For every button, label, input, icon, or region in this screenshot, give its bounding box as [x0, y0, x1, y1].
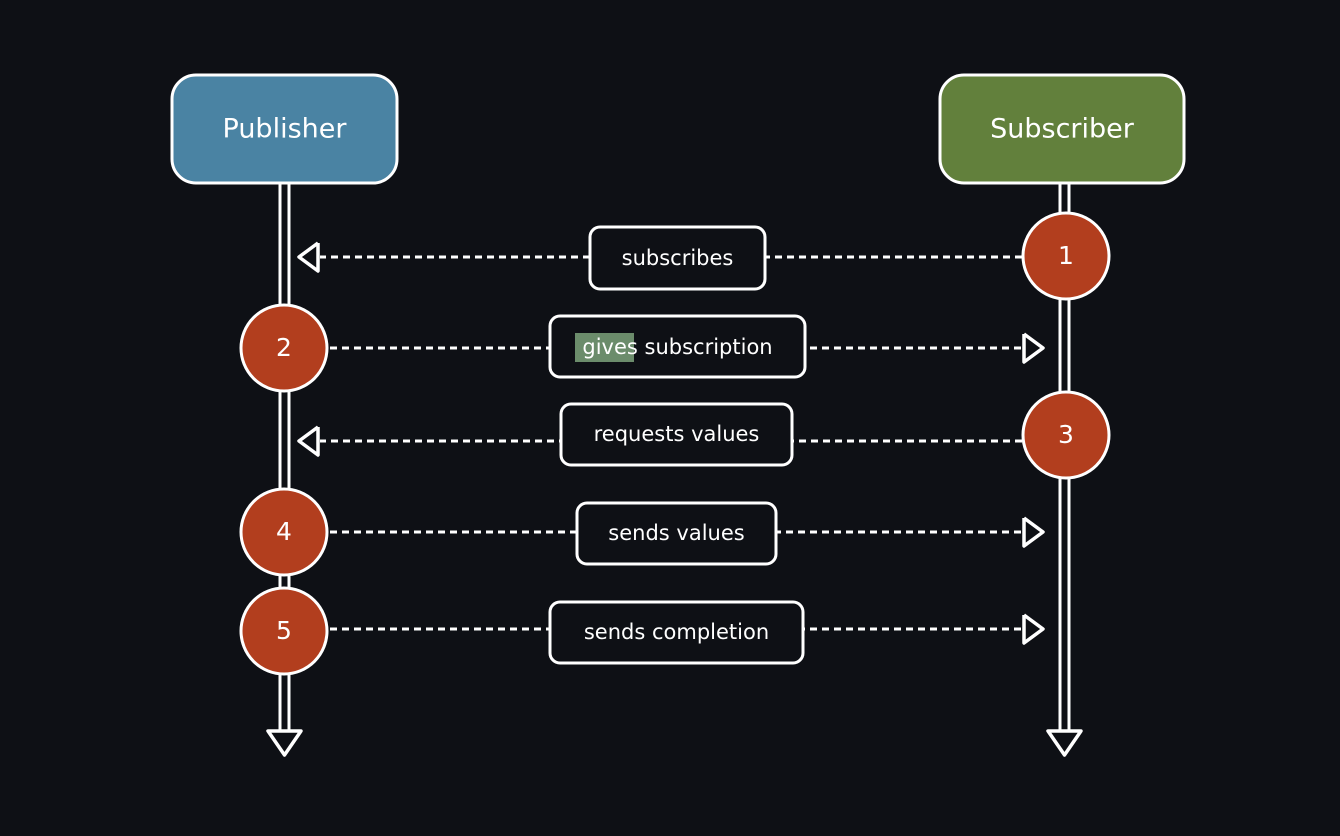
message-2: gives subscription 2 — [239, 303, 1045, 393]
message-2-label-highlight: gives — [582, 335, 637, 359]
message-1-arrow-icon — [297, 241, 320, 273]
step-4-number: 4 — [276, 517, 292, 546]
message-1-label-box — [588, 225, 767, 291]
message-4-arrow-icon — [1022, 516, 1045, 548]
subscriber-title: Subscriber — [990, 114, 1135, 145]
message-2-highlight — [575, 333, 634, 362]
subscriber-lifeline-arrow-icon — [1046, 729, 1083, 757]
message-3-label-box — [559, 402, 794, 467]
message-2-arrow-icon — [1022, 332, 1045, 364]
subscriber-header: Subscriber — [938, 73, 1186, 185]
step-5-badge — [239, 586, 329, 676]
publisher-lifeline-arrow-icon — [266, 729, 303, 757]
step-3-number: 3 — [1058, 420, 1074, 449]
step-3-badge — [1021, 390, 1111, 480]
step-2-badge — [239, 303, 329, 393]
message-1-label: subscribes — [622, 246, 734, 270]
message-1: subscribes 1 — [297, 211, 1111, 301]
message-3: requests values 3 — [297, 390, 1111, 480]
publisher-box — [170, 73, 399, 185]
message-4-label: sends values — [608, 521, 744, 545]
message-5-label-box — [548, 600, 805, 665]
message-4-label-box — [575, 501, 778, 566]
message-2-label-rest: subscription — [638, 335, 773, 359]
step-4-badge — [239, 487, 329, 577]
publisher-title: Publisher — [223, 114, 348, 145]
message-5: sends completion 5 — [239, 586, 1045, 676]
message-3-arrow-icon — [297, 425, 320, 457]
message-5-arrow-icon — [1022, 613, 1045, 645]
message-5-label: sends completion — [584, 620, 769, 644]
message-4: sends values 4 — [239, 487, 1045, 577]
step-1-badge — [1021, 211, 1111, 301]
message-3-label: requests values — [594, 422, 760, 446]
step-2-number: 2 — [276, 333, 292, 362]
step-5-number: 5 — [276, 616, 292, 645]
subscriber-box — [938, 73, 1186, 185]
step-1-number: 1 — [1058, 241, 1074, 270]
message-2-label: gives subscription — [582, 335, 772, 359]
publisher-header: Publisher — [170, 73, 399, 185]
